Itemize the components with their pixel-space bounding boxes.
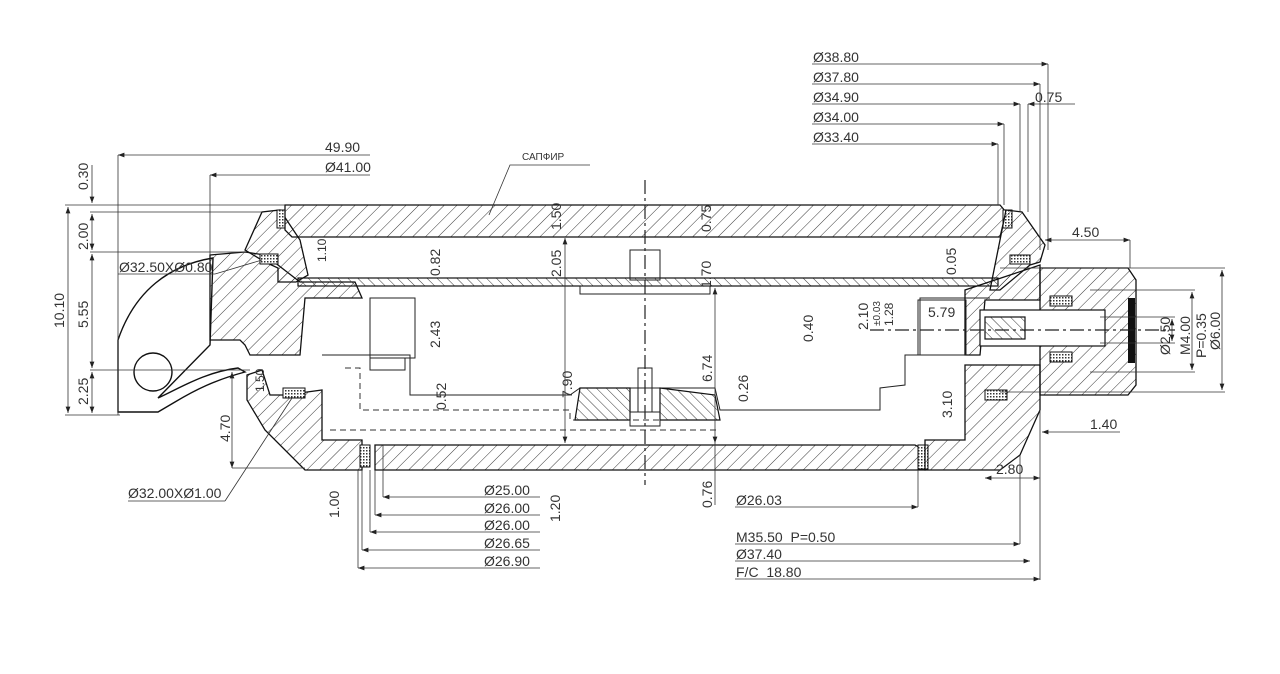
dim-7-90: 7.90 bbox=[559, 371, 575, 398]
dim-0-40: 0.40 bbox=[800, 315, 816, 342]
crown-seal-bottom bbox=[1049, 351, 1073, 363]
dim-10-10: 10.10 bbox=[51, 293, 67, 328]
dim-d2-50: Ø2.50 bbox=[1157, 317, 1173, 355]
dim-d26-65: Ø26.65 bbox=[484, 535, 530, 551]
dim-m35-50: M35.50 P=0.50 bbox=[736, 529, 835, 545]
gasket-bottom-left bbox=[282, 387, 306, 399]
dim-d26-90: Ø26.90 bbox=[484, 553, 530, 569]
dim-2-10: 2.10 bbox=[855, 303, 871, 330]
dim-2-25: 2.25 bbox=[75, 378, 91, 405]
dim-0-52: 0.52 bbox=[433, 383, 449, 410]
dim-m4-00: M4.00 bbox=[1177, 316, 1193, 355]
dim-6-74: 6.74 bbox=[699, 355, 715, 382]
dim-2-05: 2.05 bbox=[548, 250, 564, 277]
dim-0-30: 0.30 bbox=[75, 163, 91, 190]
top-right-dimension-lines bbox=[65, 61, 1225, 580]
gasket-right-top bbox=[1009, 254, 1031, 265]
gasket-right-bottom bbox=[984, 389, 1008, 401]
gasket-glass-left bbox=[276, 209, 286, 229]
dim-1-10: 1.10 bbox=[315, 238, 329, 262]
dim-0-82: 0.82 bbox=[427, 249, 443, 276]
dim-1-50-left: 1.50 bbox=[253, 368, 267, 392]
dim-3-10: 3.10 bbox=[939, 391, 955, 418]
dial bbox=[297, 277, 999, 287]
tube bbox=[917, 299, 967, 356]
dim-5-55: 5.55 bbox=[75, 301, 91, 328]
dim-d26-03: Ø26.03 bbox=[736, 492, 782, 508]
dim-1-40: 1.40 bbox=[1090, 416, 1117, 432]
dim-5-79: 5.79 bbox=[928, 304, 955, 320]
lug bbox=[117, 257, 247, 413]
screw-stem bbox=[637, 367, 653, 413]
gasket-top-label: Ø32.50XØ0.80 bbox=[119, 259, 213, 275]
dim-0-75-glass: 0.75 bbox=[698, 205, 714, 232]
dim-49-90: 49.90 bbox=[325, 139, 360, 155]
dim-d41-00: Ø41.00 bbox=[325, 159, 371, 175]
dim-4-70: 4.70 bbox=[217, 415, 233, 442]
gasket-top-left bbox=[259, 253, 279, 265]
bottom-dimension-lines bbox=[118, 164, 1040, 582]
dim-tol-0-03: ±0.03 bbox=[872, 301, 883, 326]
bezel-right bbox=[989, 209, 1046, 291]
dim-2-43: 2.43 bbox=[427, 321, 443, 348]
dim-d26-00-a: Ø26.00 bbox=[484, 500, 530, 516]
lug-hole bbox=[133, 352, 173, 392]
caseback bbox=[374, 444, 926, 471]
dim-d38-80: Ø38.80 bbox=[813, 49, 859, 65]
gasket-bottom-label: Ø32.00XØ1.00 bbox=[128, 485, 222, 501]
dim-1-70: 1.70 bbox=[698, 261, 714, 288]
gasket-caseback-left bbox=[359, 444, 371, 468]
dim-4-50: 4.50 bbox=[1072, 224, 1099, 240]
dim-d25-00: Ø25.00 bbox=[484, 482, 530, 498]
dim-2-00: 2.00 bbox=[75, 223, 91, 250]
dim-d6-00: Ø6.00 bbox=[1207, 312, 1223, 350]
crown-seal-top bbox=[1049, 295, 1073, 307]
dim-1-20: 1.20 bbox=[547, 495, 563, 522]
dim-1-00: 1.00 bbox=[326, 491, 342, 518]
crown-stem-inner bbox=[984, 316, 1026, 340]
dimension-labels: САПФИР Ø38.80 Ø37.80 Ø34.90 0.75 Ø34.00 … bbox=[51, 49, 1223, 580]
dim-d33-40: Ø33.40 bbox=[813, 129, 859, 145]
screw bbox=[369, 357, 406, 371]
dim-d34-90: Ø34.90 bbox=[813, 89, 859, 105]
dim-d34-00: Ø34.00 bbox=[813, 109, 859, 125]
case-lower-left bbox=[246, 369, 363, 471]
material-note: САПФИР bbox=[522, 152, 565, 163]
dim-0-26: 0.26 bbox=[735, 375, 751, 402]
dim-d37-40: Ø37.40 bbox=[736, 546, 782, 562]
dim-0-75-top: 0.75 bbox=[1035, 89, 1062, 105]
dim-0-76: 0.76 bbox=[699, 481, 715, 508]
dim-p-0-35: P=0.35 bbox=[1193, 313, 1209, 358]
dim-d37-80: Ø37.80 bbox=[813, 69, 859, 85]
movement-lower-right bbox=[659, 387, 721, 421]
dim-d26-00-b: Ø26.00 bbox=[484, 517, 530, 533]
dim-1-50-glass: 1.50 bbox=[548, 203, 564, 230]
dim-1-28: 1.28 bbox=[882, 302, 896, 326]
movement-lower bbox=[574, 387, 631, 421]
dim-2-80: 2.80 bbox=[996, 461, 1023, 477]
dim-0-05: 0.05 bbox=[943, 248, 959, 275]
dim-fc-18-80: F/C 18.80 bbox=[736, 564, 802, 580]
setting-stem-area bbox=[369, 297, 416, 359]
